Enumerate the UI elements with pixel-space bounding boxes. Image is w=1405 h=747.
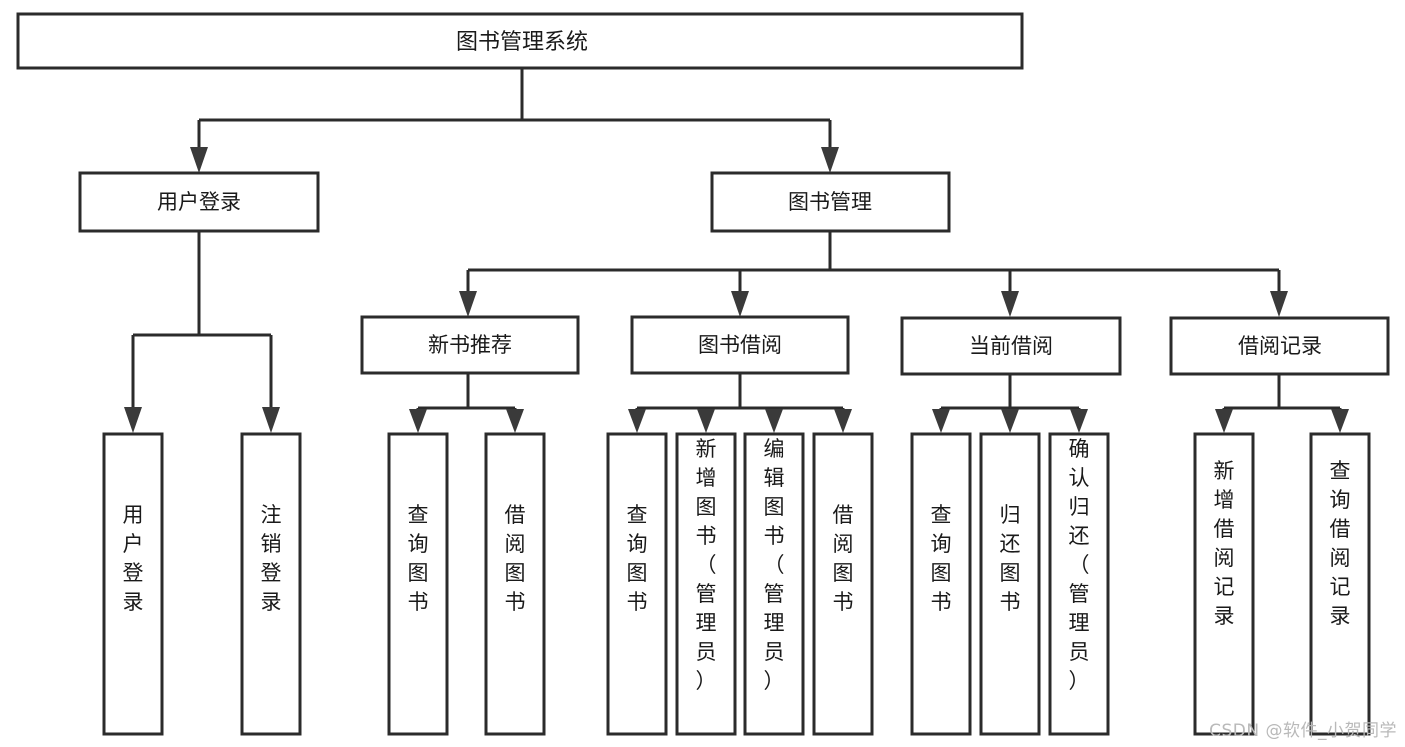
leaf-confirm-return-label: 确认归还（管理员） (1069, 437, 1090, 693)
arrow-head-leaf-query-record (1331, 409, 1349, 433)
leaf-new-book-query-label: 查询图书 (408, 503, 429, 614)
arrow-head-leaf-borrow-book-1 (506, 409, 524, 433)
leaf-current-query-label: 查询图书 (931, 503, 952, 614)
arrow-head-book-borrow (731, 291, 749, 317)
arrow-head-leaf-confirm-return (1070, 409, 1088, 433)
node-book-borrow-box[interactable] (630, 315, 850, 375)
leaf-borrow-query-box[interactable] (606, 432, 668, 736)
node-book-manage-box[interactable] (710, 171, 951, 233)
node-user-login[interactable]: 用户登录 (78, 171, 320, 233)
csdn-watermark: CSDN @软件_小贺同学 (1209, 721, 1397, 741)
node-user-login-box[interactable] (78, 171, 320, 233)
node-new-book-recommend-box[interactable] (360, 315, 580, 375)
node-borrow-record-label: 借阅记录 (1238, 334, 1322, 358)
leaf-add-record-box[interactable] (1193, 432, 1255, 736)
arrow-head-user-login (190, 147, 208, 173)
arrow-head-leaf-borrow-book-2 (834, 409, 852, 433)
leaf-user-login-label: 用户登录 (123, 503, 144, 614)
leaf-borrow-query[interactable]: 查询图书 (606, 432, 668, 736)
node-borrow-record-box[interactable] (1169, 316, 1390, 376)
arrow-head-leaf-edit-book (765, 409, 783, 433)
arrow-head-leaf-logout (262, 407, 280, 433)
node-book-manage-label: 图书管理 (788, 190, 872, 214)
leaf-edit-book-label: 编辑图书（管理员） (764, 437, 785, 693)
leaf-query-record[interactable]: 查询借阅记录 (1309, 432, 1371, 736)
arrow-head-borrow-record (1270, 291, 1288, 317)
leaf-return-book-label: 归还图书 (1000, 503, 1021, 614)
leaf-new-book-borrow-box[interactable] (484, 432, 546, 736)
leaf-logout-label: 注销登录 (261, 503, 282, 614)
leaf-return-book[interactable]: 归还图书 (979, 432, 1041, 736)
arrow-head-leaf-add-book (697, 409, 715, 433)
node-current-borrow-label: 当前借阅 (969, 334, 1053, 358)
leaf-add-record[interactable]: 新增借阅记录 (1193, 432, 1255, 736)
leaf-new-book-query[interactable]: 查询图书 (387, 432, 449, 736)
leaf-logout-box[interactable] (240, 432, 302, 736)
leaf-query-record-label: 查询借阅记录 (1330, 459, 1351, 628)
leaf-borrow-book-label: 借阅图书 (833, 503, 854, 614)
leaf-add-book[interactable]: 新增图书（管理员） (675, 432, 737, 736)
leaf-borrow-book[interactable]: 借阅图书 (812, 432, 874, 736)
leaf-user-login-box[interactable] (102, 432, 164, 736)
arrow-head-new-book-recommend (459, 291, 477, 317)
arrow-head-current-borrow (1001, 291, 1019, 317)
leaf-new-book-borrow-label: 借阅图书 (505, 503, 526, 614)
arrow-head-leaf-return-book (1001, 409, 1019, 433)
leaf-new-book-query-box[interactable] (387, 432, 449, 736)
leaf-confirm-return[interactable]: 确认归还（管理员） (1048, 432, 1110, 736)
arrow-head-leaf-add-record (1215, 409, 1233, 433)
leaf-user-login[interactable]: 用户登录 (102, 432, 164, 736)
arrow-head-leaf-user-login (124, 407, 142, 433)
leaf-query-record-box[interactable] (1309, 432, 1371, 736)
node-new-book-recommend-label: 新书推荐 (428, 333, 512, 357)
node-root-system-box[interactable] (16, 12, 1024, 70)
leaf-edit-book[interactable]: 编辑图书（管理员） (743, 432, 805, 736)
leaf-return-book-box[interactable] (979, 432, 1041, 736)
leaf-add-book-box[interactable] (675, 432, 737, 736)
leaf-new-book-borrow[interactable]: 借阅图书 (484, 432, 546, 736)
arrow-head-leaf-query-book-3 (932, 409, 950, 433)
node-current-borrow[interactable]: 当前借阅 (900, 316, 1122, 376)
leaf-add-book-label: 新增图书（管理员） (696, 437, 717, 693)
arrow-head-leaf-query-book-2 (628, 409, 646, 433)
arrow-head-book-manage (821, 147, 839, 173)
node-user-login-label: 用户登录 (157, 190, 241, 214)
leaf-logout[interactable]: 注销登录 (240, 432, 302, 736)
leaf-confirm-return-box[interactable] (1048, 432, 1110, 736)
leaf-current-query[interactable]: 查询图书 (910, 432, 972, 736)
arrow-head-leaf-query-book-1 (409, 409, 427, 433)
node-borrow-record[interactable]: 借阅记录 (1169, 316, 1390, 376)
node-book-borrow[interactable]: 图书借阅 (630, 315, 850, 375)
leaf-borrow-book-box[interactable] (812, 432, 874, 736)
leaf-borrow-query-label: 查询图书 (627, 503, 648, 614)
connector-layer (124, 68, 1349, 433)
node-current-borrow-box[interactable] (900, 316, 1122, 376)
node-book-manage[interactable]: 图书管理 (710, 171, 951, 233)
node-root-system[interactable]: 图书管理系统 (16, 12, 1024, 70)
leaf-add-record-label: 新增借阅记录 (1214, 459, 1235, 628)
leaf-edit-book-box[interactable] (743, 432, 805, 736)
node-new-book-recommend[interactable]: 新书推荐 (360, 315, 580, 375)
node-book-borrow-label: 图书借阅 (698, 333, 782, 357)
leaf-current-query-box[interactable] (910, 432, 972, 736)
node-root-system-label: 图书管理系统 (456, 30, 588, 55)
